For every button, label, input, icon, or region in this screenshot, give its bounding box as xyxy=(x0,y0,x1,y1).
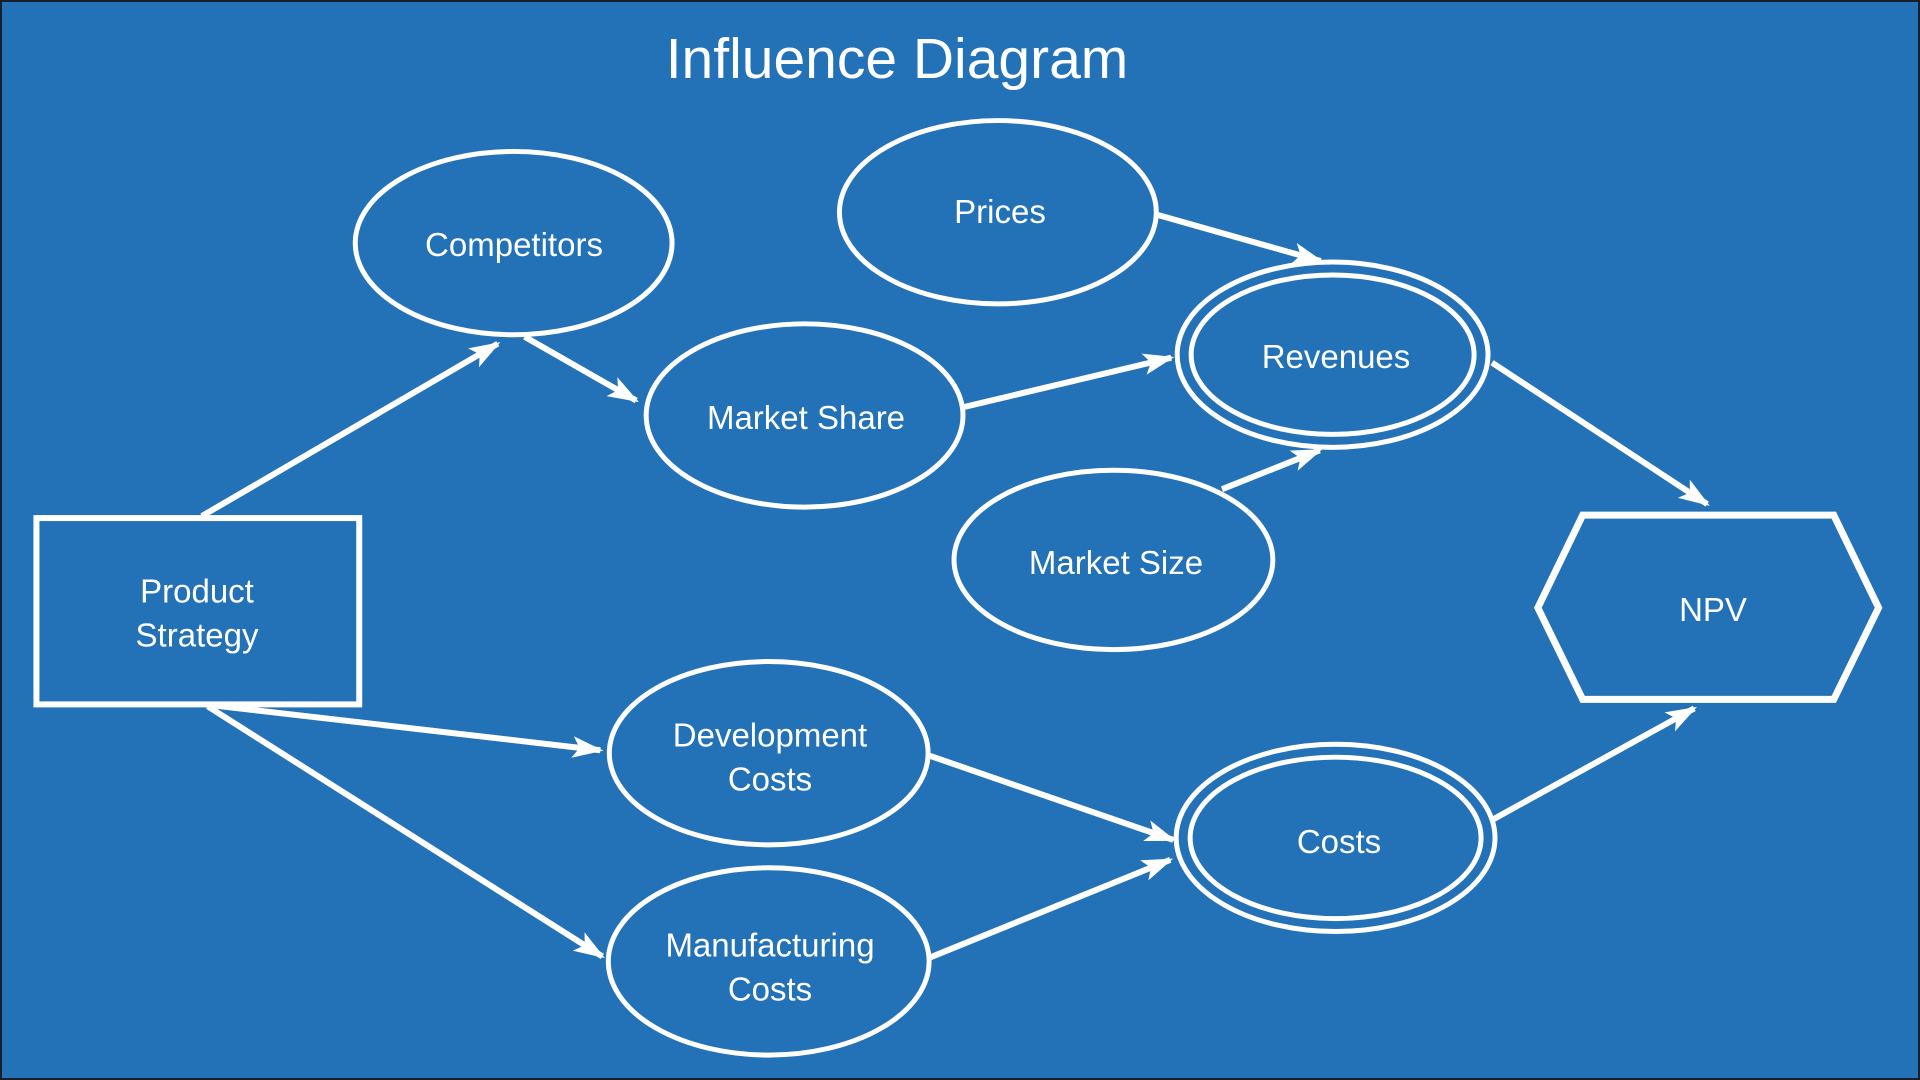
page-title: Influence Diagram xyxy=(665,27,1129,91)
edge-product-strategy-to-competitors xyxy=(200,341,501,519)
market-share-shape xyxy=(643,321,966,510)
competitors-label: Competitors xyxy=(425,226,603,264)
costs-shape-outer xyxy=(1173,741,1498,935)
market-share-label: Market Share xyxy=(706,399,906,437)
edge-development-costs-to-costs xyxy=(927,752,1177,843)
npv-shape xyxy=(1533,511,1883,703)
edge-product-strategy-to-development-costs xyxy=(204,701,604,758)
costs-label: Costs xyxy=(1296,823,1382,861)
market-size-shape xyxy=(951,467,1276,653)
edge-market-share-to-revenues xyxy=(961,353,1175,411)
revenues-label: Revenues xyxy=(1261,338,1411,376)
edge-product-strategy-to-manufacturing-costs xyxy=(206,703,605,959)
manufacturing-costs-shape xyxy=(605,865,932,1058)
manufacturing-costs-label: Manufacturing Costs xyxy=(665,926,875,1007)
revenues-shape-outer xyxy=(1174,259,1491,450)
prices-label: Prices xyxy=(954,193,1046,231)
prices-shape xyxy=(836,118,1159,307)
edge-manufacturing-costs-to-costs xyxy=(928,857,1174,961)
costs-shape-inner xyxy=(1187,754,1484,922)
development-costs-label: Development Costs xyxy=(672,716,868,797)
product-strategy-label: Product Strategy xyxy=(135,572,259,653)
revenues-shape-inner xyxy=(1188,272,1477,437)
edge-costs-to-npv xyxy=(1490,705,1697,823)
edge-revenues-to-npv xyxy=(1490,360,1710,507)
product-strategy-shape xyxy=(33,515,363,708)
development-costs-shape xyxy=(606,659,931,848)
edge-prices-to-revenues xyxy=(1154,211,1324,264)
npv-label: NPV xyxy=(1679,591,1747,629)
edge-market-size-to-revenues xyxy=(1220,447,1323,492)
market-size-label: Market Size xyxy=(1028,544,1204,582)
edge-competitors-to-market-share xyxy=(523,334,639,404)
competitors-shape xyxy=(352,148,675,338)
